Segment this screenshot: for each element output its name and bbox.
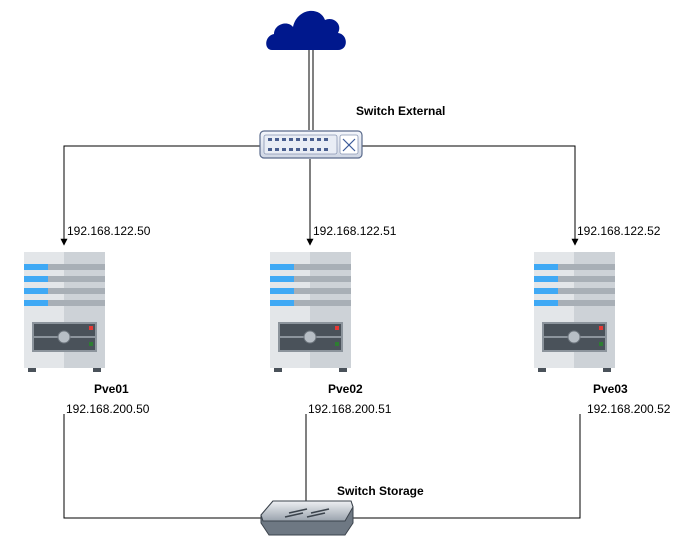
edge-pve03-to-switch-storage	[352, 414, 581, 519]
pve03-ip-storage: 192.168.200.52	[587, 402, 671, 416]
edge-switch-external-to-pve01	[60, 145, 260, 246]
cloud-icon	[266, 10, 346, 50]
switch-external-label: Switch External	[356, 104, 445, 118]
network-switch-icon	[260, 500, 354, 536]
pve01-ip-storage: 192.168.200.50	[66, 402, 150, 416]
pve03-ip-external: 192.168.122.52	[577, 224, 661, 238]
server-icon	[270, 252, 351, 372]
server-icon	[24, 252, 105, 372]
pve03-name: Pve03	[593, 382, 628, 396]
network-switch-icon	[259, 130, 363, 159]
pve02-ip-storage: 192.168.200.51	[308, 402, 392, 416]
pve01-ip-external: 192.168.122.50	[67, 224, 151, 238]
pve01-name: Pve01	[94, 382, 129, 396]
pve02-name: Pve02	[328, 382, 363, 396]
server-icon	[534, 252, 615, 372]
edge-cloud-to-switch-external	[308, 50, 314, 130]
switch-storage-label: Switch Storage	[337, 484, 424, 498]
edge-pve01-to-switch-storage	[63, 414, 262, 519]
edge-switch-external-to-pve03	[362, 145, 579, 246]
pve02-ip-external: 192.168.122.51	[313, 224, 397, 238]
